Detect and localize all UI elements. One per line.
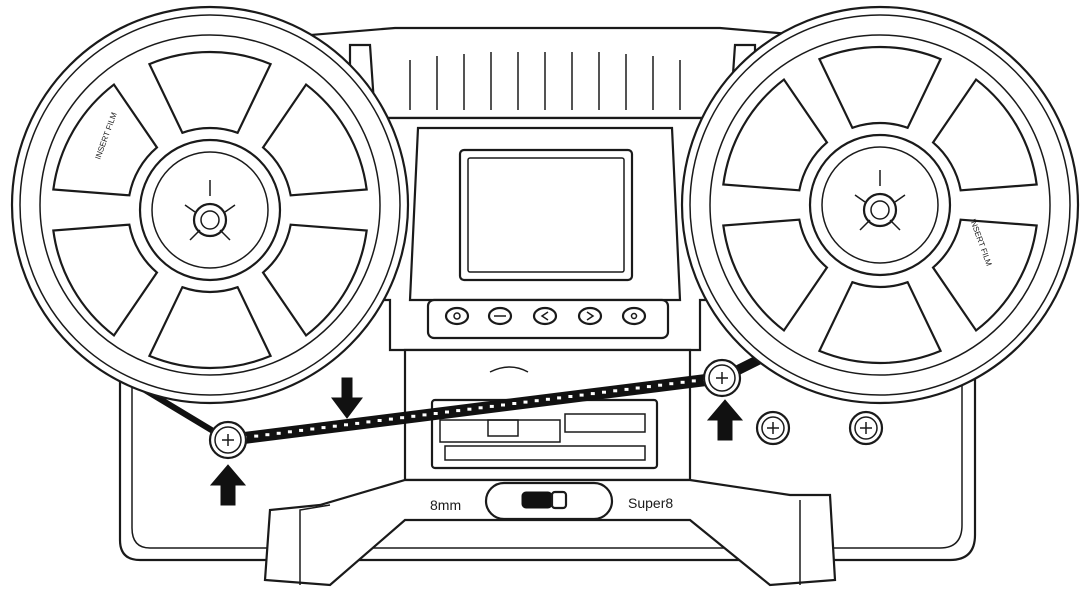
ok-icon — [630, 312, 638, 320]
right-button[interactable] — [577, 306, 603, 326]
idler-roller-1[interactable] — [755, 410, 791, 446]
reel-window — [722, 218, 829, 333]
perforation — [422, 413, 427, 417]
power-icon — [453, 312, 461, 320]
format-switch[interactable] — [484, 481, 614, 521]
menu-button[interactable] — [487, 306, 513, 326]
perforation — [590, 392, 595, 396]
vent-grille — [409, 52, 681, 110]
perforation — [680, 380, 685, 384]
reel-window — [722, 77, 829, 192]
perforation — [557, 396, 562, 400]
perforation — [478, 406, 483, 410]
perforation — [602, 390, 606, 394]
reel-window — [931, 218, 1038, 333]
base-stand — [263, 478, 837, 587]
perforation — [433, 412, 438, 415]
reel-window — [147, 285, 273, 370]
reel-window — [52, 82, 159, 197]
left-button[interactable] — [532, 306, 558, 326]
reel-window — [52, 223, 159, 338]
left-arrow-icon — [540, 311, 549, 321]
perforation — [287, 430, 292, 434]
perforation — [646, 385, 651, 389]
perforation — [299, 428, 304, 432]
right-film-reel[interactable]: INSERT FILM — [680, 5, 1080, 405]
down-arrow-icon — [331, 377, 363, 419]
perforation — [658, 383, 663, 387]
perforation — [377, 419, 382, 422]
perforation — [467, 407, 472, 411]
perforation — [534, 399, 539, 403]
right-guide-roller[interactable] — [702, 358, 742, 398]
perforation — [635, 386, 640, 390]
power-button[interactable] — [444, 306, 470, 326]
left-reel-spokes — [52, 50, 368, 370]
reel-window — [931, 77, 1038, 192]
reel-window — [147, 50, 273, 135]
perforation — [411, 414, 416, 418]
perforation — [669, 382, 674, 386]
ok-button[interactable] — [621, 306, 647, 326]
perforation — [355, 421, 360, 425]
idler-roller-2[interactable] — [848, 410, 884, 446]
perforation — [332, 424, 337, 428]
perforation — [624, 387, 629, 391]
left-guide-roller[interactable] — [208, 420, 248, 460]
perforation — [400, 416, 405, 420]
up-arrow-icon — [209, 464, 247, 506]
reel-window — [261, 223, 368, 338]
perforation — [276, 431, 281, 435]
perforation — [321, 426, 326, 430]
perforation — [456, 409, 461, 413]
label-super8: Super8 — [628, 495, 673, 511]
reel-window — [817, 280, 943, 365]
perforation — [310, 427, 315, 431]
perforation — [388, 417, 393, 421]
perforation — [579, 393, 584, 397]
switch-slider[interactable] — [521, 491, 553, 509]
lcd-screen — [458, 148, 634, 282]
left-film-reel[interactable]: INSERT FILM — [10, 5, 410, 405]
perforation — [254, 434, 259, 438]
perforation — [445, 410, 449, 414]
perforation — [523, 400, 528, 404]
perforation — [691, 379, 696, 383]
perforation — [344, 423, 348, 427]
perforation — [265, 433, 270, 437]
perforation — [489, 404, 494, 408]
perforation — [366, 420, 371, 424]
perforation — [545, 397, 550, 401]
perforation — [568, 395, 573, 398]
perforation — [501, 403, 505, 407]
up-arrow-icon — [706, 399, 744, 441]
right-arrow-icon — [586, 311, 595, 321]
perforation — [613, 389, 618, 393]
label-8mm: 8mm — [430, 497, 461, 513]
button-strip — [426, 298, 670, 340]
right-reel-spokes — [722, 45, 1038, 365]
reel-window — [261, 82, 368, 197]
reel-window — [817, 45, 943, 130]
perforation — [512, 402, 517, 405]
